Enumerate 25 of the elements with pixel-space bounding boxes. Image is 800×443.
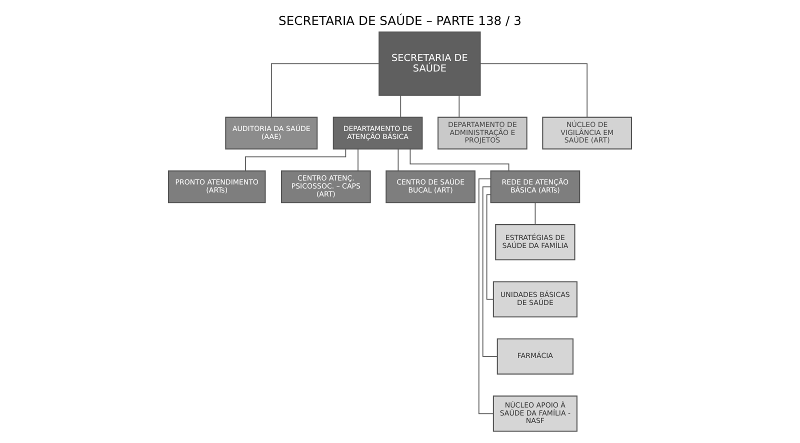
- connector: [398, 148, 399, 172]
- node-box: NÚCLEO APOIO À SAÚDE DA FAMÍLIA - NASF: [492, 396, 578, 432]
- node-box: REDE DE ATENÇÃO BÁSICA (ARTs): [490, 170, 580, 204]
- connector: [486, 194, 494, 300]
- connector: [534, 202, 536, 225]
- node-box: PRONTO ATENDIMENTO (ARTs): [168, 170, 266, 204]
- connector: [400, 95, 402, 118]
- node-box: SECRETARIA DE SAÚDE: [378, 31, 481, 96]
- node-box: AUDITORIA DA SAÚDE (AAE): [225, 116, 318, 150]
- connector: [270, 63, 380, 118]
- node-box: UNIDADES BÁSICAS DE SAÚDE: [492, 281, 578, 318]
- connector: [482, 186, 498, 357]
- connector: [480, 63, 588, 118]
- node-box: FARMÁCIA: [496, 338, 574, 375]
- node-box: CENTRO DE SAÚDE BUCAL (ART): [386, 170, 476, 204]
- node-box: DEPARTAMENTO DE ATENÇÃO BÁSICA: [332, 116, 423, 150]
- connector: [410, 148, 510, 172]
- node-box: CENTRO ATENÇ. PSICOSSOC. – CAPS (ART): [280, 170, 371, 204]
- connector: [458, 95, 460, 118]
- node-box: ESTRATÉGIAS DE SAÚDE DA FAMÍLIA: [495, 224, 576, 260]
- diagram-title: SECRETARIA DE SAÚDE – PARTE 138 / 3: [278, 14, 522, 28]
- node-box: NÚCLEO DE VIGILÂNCIA EM SAÚDE (ART): [542, 116, 632, 150]
- connector: [478, 178, 494, 414]
- node-box: DEPARTAMENTO DE ADMINISTRAÇÃO E PROJETOS: [438, 116, 528, 150]
- connector: [245, 148, 346, 172]
